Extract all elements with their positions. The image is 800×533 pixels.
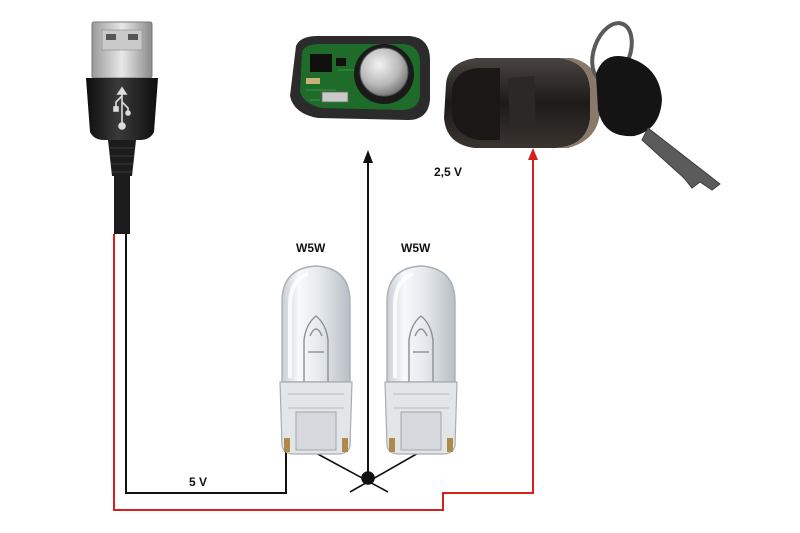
negative-wire-arrow xyxy=(363,150,373,163)
usb-plug-icon xyxy=(86,21,158,234)
key-icon xyxy=(590,21,721,191)
w5w-bulb-icon xyxy=(384,265,458,455)
car-key-fob-icon xyxy=(444,21,721,191)
circuit-board-icon xyxy=(290,36,430,120)
positive-wire-arrow xyxy=(528,148,538,160)
label-voltage-fob: 2,5 V xyxy=(434,165,462,179)
label-voltage-supply: 5 V xyxy=(189,475,207,489)
label-bulb-right: W5W xyxy=(401,241,431,255)
positive-wire xyxy=(113,156,534,511)
usb-symbol-icon xyxy=(113,86,131,130)
negative-wire xyxy=(125,160,369,494)
w5w-bulb-icon xyxy=(279,265,353,455)
wire-junction xyxy=(313,451,421,493)
label-bulb-left: W5W xyxy=(296,241,326,255)
coin-cell-battery-icon xyxy=(354,44,414,104)
